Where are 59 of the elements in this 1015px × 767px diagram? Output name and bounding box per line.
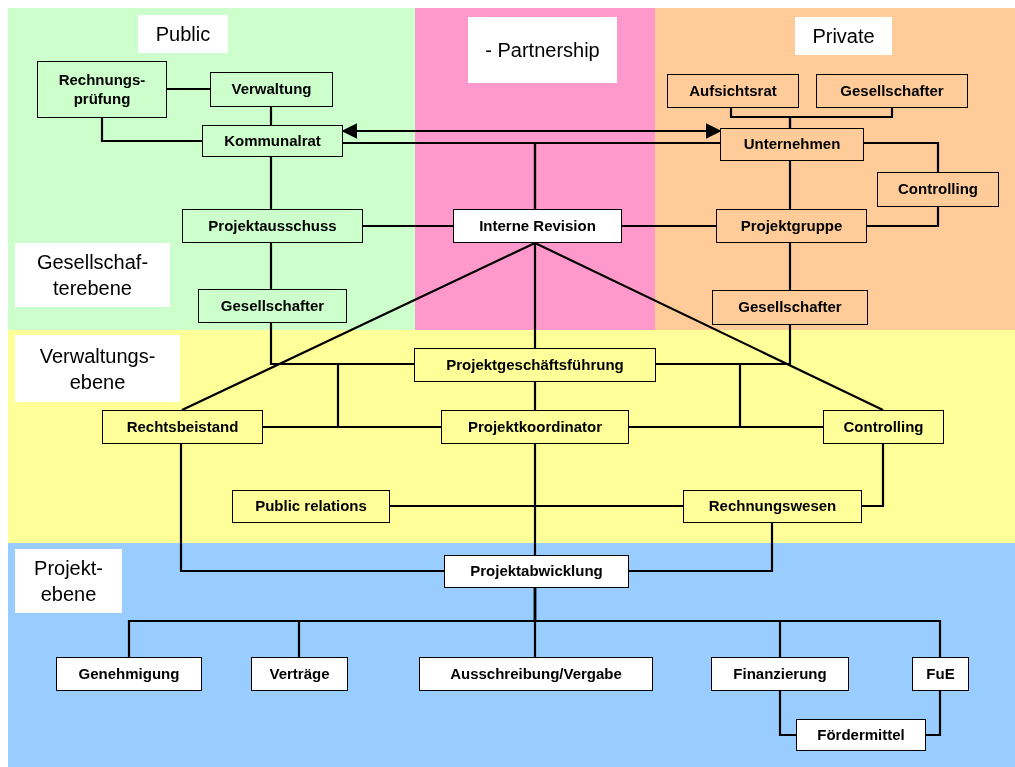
org-unit-box: Rechnungswesen xyxy=(683,490,862,523)
connector-line xyxy=(167,87,210,91)
connector-line xyxy=(862,444,885,508)
org-unit-box: Projektgruppe xyxy=(716,209,867,243)
org-unit-box: Projektkoordinator xyxy=(441,410,629,444)
connector-line xyxy=(864,141,940,172)
org-unit-box: Gesellschafter xyxy=(712,290,868,325)
org-unit-box: Projektausschuss xyxy=(182,209,363,243)
section-label: - Partnership xyxy=(468,17,617,83)
org-unit-box: Gesellschafter xyxy=(816,74,968,108)
section-label: Verwaltungs- ebene xyxy=(15,335,180,402)
connector-line xyxy=(629,523,774,573)
connector-line xyxy=(533,444,537,555)
section-label: Public xyxy=(138,15,228,53)
org-unit-box: Projektgeschäftsführung xyxy=(414,348,656,382)
org-unit-box: Rechnungs- prüfung xyxy=(37,61,167,118)
org-unit-box: Projektabwicklung xyxy=(444,555,629,588)
section-label: Projekt- ebene xyxy=(15,549,122,613)
section-label: Gesellschaf- terebene xyxy=(15,243,170,307)
connector-line xyxy=(656,362,823,429)
org-unit-box: Verträge xyxy=(251,657,348,691)
org-unit-box: Aufsichtsrat xyxy=(667,74,799,108)
org-unit-box: Finanzierung xyxy=(711,657,849,691)
org-unit-box: FuE xyxy=(912,657,969,691)
org-unit-box: Controlling xyxy=(877,172,999,207)
connector-line xyxy=(867,207,940,228)
arrow xyxy=(341,123,722,139)
connector-line xyxy=(622,224,716,228)
connector-line xyxy=(778,691,796,737)
connector-line xyxy=(363,224,453,228)
connector-line xyxy=(269,243,273,289)
connector-line xyxy=(926,691,942,737)
connector-line xyxy=(100,118,202,143)
connector-line xyxy=(533,382,537,410)
connector-line xyxy=(534,242,884,411)
org-unit-box: Ausschreibung/Vergabe xyxy=(419,657,653,691)
org-unit-box: Gesellschafter xyxy=(198,289,347,323)
org-unit-box: Kommunalrat xyxy=(202,125,343,157)
connector-line xyxy=(788,243,792,290)
connector-line xyxy=(533,141,720,209)
connector-line xyxy=(533,243,537,348)
connector-line xyxy=(533,588,942,657)
connector-line xyxy=(788,161,792,209)
org-unit-box: Verwaltung xyxy=(210,72,333,107)
org-unit-box: Interne Revision xyxy=(453,209,622,243)
org-unit-box: Rechtsbeistand xyxy=(102,410,263,444)
org-unit-box: Fördermittel xyxy=(796,719,926,751)
connector-line xyxy=(263,362,414,429)
org-unit-box: Genehmigung xyxy=(56,657,202,691)
connector-line xyxy=(181,242,536,411)
connector-line xyxy=(788,108,894,128)
connector-line xyxy=(269,107,273,125)
org-unit-box: Unternehmen xyxy=(720,128,864,161)
connector-line xyxy=(269,157,273,209)
connector-line xyxy=(390,504,683,508)
org-unit-box: Public relations xyxy=(232,490,390,523)
section-label: Private xyxy=(795,17,892,55)
org-unit-box: Controlling xyxy=(823,410,944,444)
connector-line xyxy=(179,444,444,573)
